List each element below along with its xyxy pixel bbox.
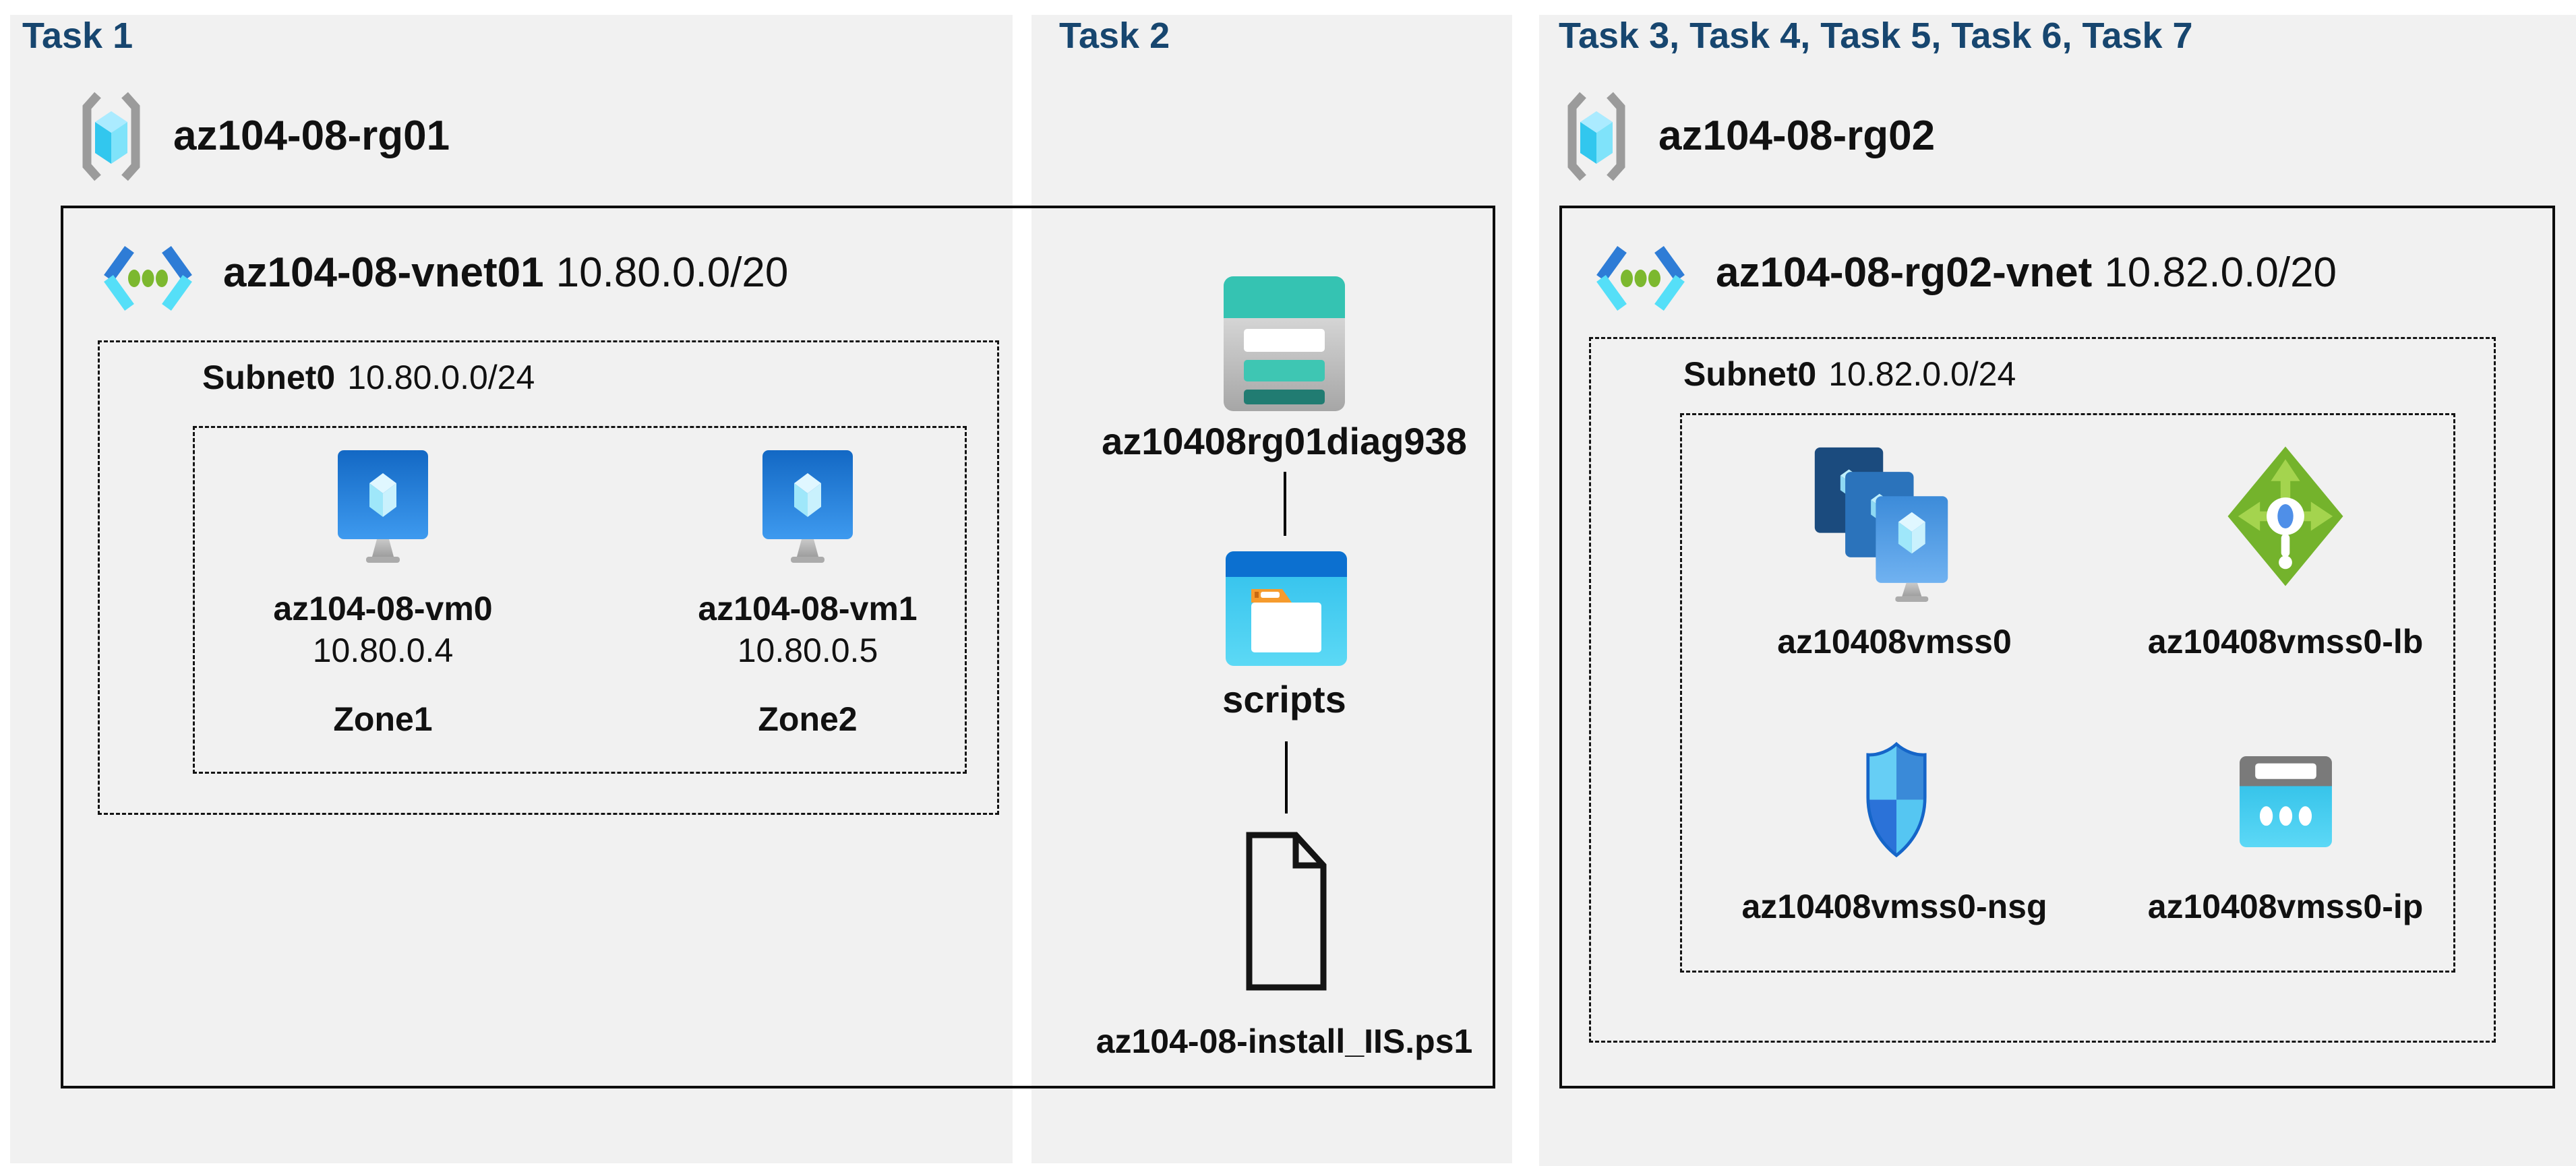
vm0-zone: Zone1 — [333, 700, 433, 738]
subnet1-cidr: 10.80.0.0/24 — [347, 359, 535, 396]
task3-title: Task 3, Task 4, Task 5, Task 6, Task 7 — [1559, 16, 2193, 56]
connector-line — [1285, 741, 1288, 814]
load-balancer-icon — [2227, 446, 2343, 586]
script-file-name: az104-08-install_IIS.ps1 — [1096, 1022, 1473, 1060]
vnet1-label: az104-08-vnet01 10.80.0.0/20 — [223, 252, 788, 294]
nsg-icon — [1866, 741, 1927, 858]
nsg-name: az10408vmss0-nsg — [1741, 888, 2047, 925]
vnet1-boundary — [61, 206, 1495, 1088]
vm1-ip: 10.80.0.5 — [737, 632, 878, 669]
vnet2-cidr: 10.82.0.0/20 — [2104, 249, 2337, 296]
resource-group-icon — [1567, 92, 1625, 181]
subnet2-boundary — [1589, 337, 2496, 1043]
vm1-zone: Zone2 — [758, 700, 858, 738]
public-ip-icon — [2240, 756, 2332, 847]
task2-title: Task 2 — [1059, 16, 1170, 56]
subnet1-name: Subnet0 — [202, 359, 336, 396]
vnet1-cidr: 10.80.0.0/20 — [556, 249, 789, 296]
blob-container-icon — [1226, 551, 1347, 666]
subnet2-label: Subnet0 10.82.0.0/24 — [1683, 357, 2016, 391]
virtual-network-icon — [104, 246, 192, 311]
subnet2-name: Subnet0 — [1683, 355, 1817, 393]
zones-boundary — [193, 426, 967, 774]
resource-group-name: az104-08-rg01 — [173, 113, 450, 159]
public-ip-name: az10408vmss0-ip — [2147, 888, 2424, 925]
script-file-icon — [1246, 832, 1327, 991]
vmss-group-boundary — [1680, 413, 2455, 973]
virtual-machine-icon — [762, 450, 853, 563]
resource-group-name: az104-08-rg02 — [1658, 113, 1936, 159]
storage-account-name: az10408rg01diag938 — [1102, 420, 1467, 462]
vm1-name: az104-08-vm1 — [698, 590, 918, 627]
vnet2-name: az104-08-rg02-vnet — [1716, 249, 2093, 296]
vnet1-name: az104-08-vnet01 — [223, 249, 544, 296]
virtual-machine-icon — [338, 450, 428, 563]
container-name: scripts — [1222, 678, 1346, 720]
vm0-ip: 10.80.0.4 — [312, 632, 454, 669]
subnet1-boundary — [98, 340, 999, 815]
vmss-name: az10408vmss0 — [1777, 623, 2012, 661]
virtual-network-icon — [1596, 246, 1685, 311]
vm0-name: az104-08-vm0 — [273, 590, 493, 627]
storage-account-icon — [1224, 276, 1345, 411]
load-balancer-name: az10408vmss0-lb — [2147, 623, 2424, 661]
vmss-icon — [1814, 447, 1948, 602]
connector-line — [1284, 472, 1286, 536]
subnet1-label: Subnet0 10.80.0.0/24 — [202, 361, 535, 394]
vnet2-boundary — [1559, 206, 2555, 1088]
subnet2-cidr: 10.82.0.0/24 — [1828, 355, 2016, 393]
task1-title: Task 1 — [22, 16, 133, 56]
resource-group-icon — [82, 92, 140, 181]
